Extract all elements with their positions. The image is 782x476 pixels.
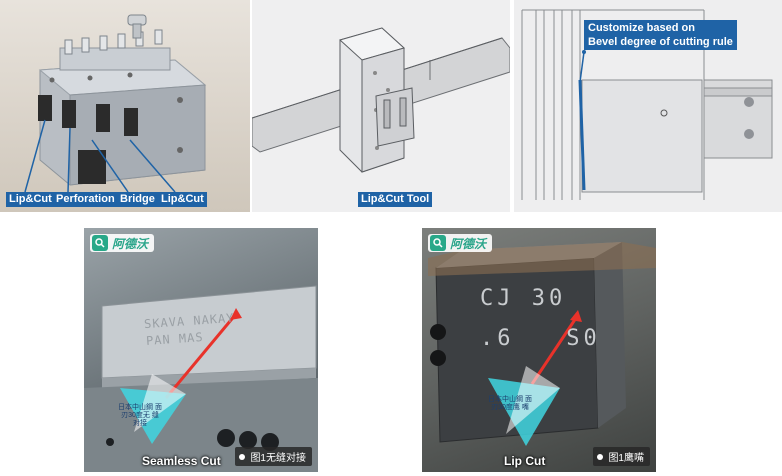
bevel-section-illustration	[521, 9, 773, 200]
bevel-section-drawing: Customize based on Bevel degree of cutti…	[514, 0, 782, 212]
seamless-cut-label: Seamless Cut	[142, 454, 221, 468]
search-icon	[92, 235, 108, 251]
search-icon	[430, 235, 446, 251]
seamless-cut-photo: SKAVA NAKAY PAN MAS 阿德沃 日本中山鋼 面刃30度无 缝对接…	[84, 228, 318, 472]
cad-tool-render: Lip&Cut Tool	[252, 0, 510, 212]
bevel-note-line2: Bevel degree of cutting rule	[588, 36, 733, 48]
marker-text: 日本中山鋼 面刃30度无 缝对接	[118, 404, 162, 427]
brand-badge: 阿德沃	[428, 234, 493, 252]
lip-cut-label: Lip Cut	[504, 454, 546, 468]
label-lip-cut-1: Lip&Cut	[6, 192, 55, 207]
label-lip-cut-2: Lip&Cut	[158, 192, 207, 207]
label-lip-cut-tool: Lip&Cut Tool	[358, 192, 433, 207]
brand-badge: 阿德沃	[90, 234, 155, 252]
brand-name: 阿德沃	[450, 236, 487, 251]
caption-text: 图1无缝对接	[250, 453, 306, 464]
photo-caption: 图1无缝对接	[235, 447, 312, 466]
seamless-cut-illustration	[84, 285, 318, 472]
caption-text: 图1鹰嘴	[608, 453, 644, 464]
lip-cut-photo: CJ 30 .6 S0 阿德沃 日本中山鋼 面刃30度鹰 嘴 Lip Cut 图…	[422, 228, 656, 472]
caption-dot-icon	[239, 453, 246, 460]
cad-tool-illustration	[252, 27, 510, 173]
marker-text: 日本中山鋼 面刃30度鹰 嘴	[488, 396, 532, 411]
label-bridge: Bridge	[117, 192, 158, 207]
engraving-text-2: .6 S0	[480, 326, 601, 351]
brand-name: 阿德沃	[112, 236, 149, 251]
tool-assembly-photo: Lip&Cut Perforation Bridge Lip&Cut	[0, 0, 250, 212]
caption-dot-icon	[597, 453, 604, 460]
bevel-note-line1: Customize based on	[588, 22, 695, 34]
label-perforation: Perforation	[53, 192, 118, 207]
engraving-text-1: CJ 30	[480, 286, 567, 311]
tool-assembly-illustration	[24, 14, 207, 193]
bevel-note: Customize based on Bevel degree of cutti…	[584, 20, 737, 50]
photo-caption: 图1鹰嘴	[593, 447, 650, 466]
